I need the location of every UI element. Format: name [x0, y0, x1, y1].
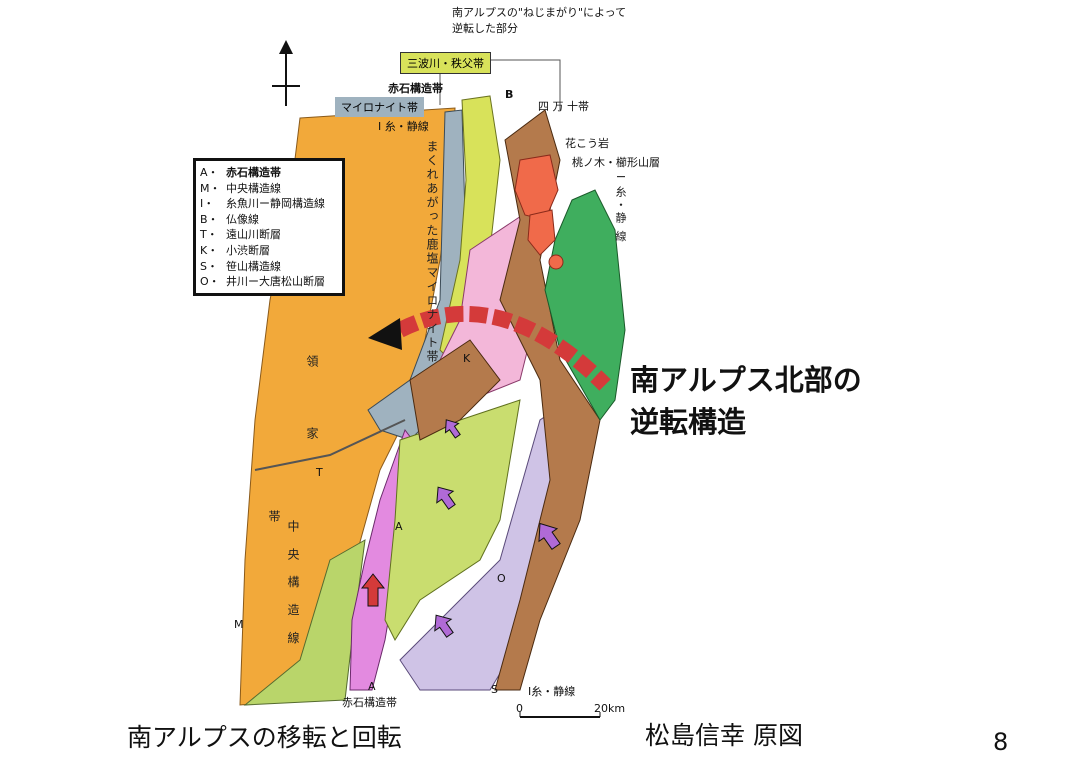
title-line1: 南アルプス北部の — [630, 363, 862, 397]
legend-row: S・笹山構造線 — [200, 259, 338, 275]
top-note-line1: 南アルプスの"ねじまがり"によって — [452, 6, 627, 19]
legend-row: K・小渋断層 — [200, 243, 338, 259]
legend-key: T・ — [200, 228, 218, 242]
legend-key: B・ — [200, 212, 219, 226]
caption-right: 松島信幸 原図 — [645, 721, 803, 750]
map-region-brown-left — [409, 339, 501, 441]
label-S: S — [491, 683, 498, 696]
label-shimanto: 四 万 十帯 — [538, 100, 589, 113]
rotation-arrow-head-icon — [368, 318, 402, 350]
label-A-bottom: A — [368, 680, 376, 693]
movement-arrow-icon — [444, 419, 461, 439]
legend-key: A・ — [200, 166, 219, 179]
label-itoshizu-top: I 糸・静線 — [378, 120, 429, 133]
legend-name: 仏像線 — [226, 212, 259, 226]
label-O: O — [497, 572, 506, 585]
top-note-line2: 逆転した部分 — [452, 22, 518, 35]
label-M: M — [234, 618, 244, 631]
legend-row: A・赤石構造帯 — [200, 165, 338, 181]
rotation-arrow-arc — [396, 305, 611, 391]
movement-arrow-icon — [434, 614, 454, 638]
legend-key: S・ — [200, 259, 218, 273]
page-number: 8 — [993, 728, 1009, 756]
legend-key: I・ — [200, 197, 215, 211]
map-region-lower-left-green — [243, 539, 366, 706]
map-region-lightgreen-mid — [384, 399, 521, 642]
label-itoshizu-right: I 糸・静 線 — [614, 175, 627, 244]
label-K: K — [463, 352, 471, 365]
label-itoshizu-bottom: I糸・静線 — [528, 685, 576, 698]
title-line2: 逆転構造 — [630, 405, 747, 439]
label-A-mid: A — [395, 520, 403, 533]
legend-name: 小渋断層 — [226, 243, 270, 257]
legend-row: O・井川ー大唐松山断層 — [200, 274, 338, 290]
label-B: B — [505, 88, 514, 101]
tag-akaishi-top: 赤石構造帯 — [388, 82, 443, 95]
label-tai: 帯 — [267, 510, 281, 524]
map-granite-spot — [548, 254, 564, 270]
label-T: T — [316, 466, 323, 479]
legend-row: B・仏像線 — [200, 212, 338, 228]
legend-row: I・糸魚川ー静岡構造線 — [200, 196, 338, 212]
scale-end: 20km — [594, 702, 626, 715]
label-chuo-kozo-sen: 中 央 構 造 線 — [286, 520, 300, 650]
legend-name: 井川ー大唐松山断層 — [226, 275, 325, 289]
label-akaishi-bottom: 赤石構造帯 — [342, 696, 397, 709]
legend-name: 笹山構造線 — [226, 259, 281, 273]
movement-arrow-red-icon — [360, 573, 386, 607]
label-tonoki: 桃ノ木・櫛形山層 — [572, 156, 660, 169]
movement-arrow-icon — [436, 486, 456, 510]
tag-sanbagawa: 三波川・秩父帯 — [400, 52, 491, 74]
legend-name: 中央構造線 — [226, 181, 281, 195]
label-makure-mylonite: まくれあがった鹿塩マイロナイト帯 — [425, 140, 439, 364]
north-arrow-icon — [268, 40, 304, 110]
map-region-granite-2 — [527, 209, 556, 256]
label-ryoke: 領 家 — [305, 355, 319, 467]
legend-key: O・ — [200, 275, 220, 289]
legend-name: 遠山川断層 — [226, 228, 281, 242]
tag-mylonite: マイロナイト帯 — [335, 97, 424, 117]
movement-arrow-icon — [538, 522, 561, 551]
scale-zero: 0 — [516, 702, 523, 715]
label-granite: 花こう岩 — [565, 137, 609, 150]
legend-key: M・ — [200, 181, 221, 195]
legend-row: M・中央構造線 — [200, 181, 338, 197]
caption-left: 南アルプスの移転と回転 — [127, 723, 402, 752]
legend-name: 糸魚川ー静岡構造線 — [226, 197, 325, 211]
legend-name: 赤石構造帯 — [226, 166, 281, 179]
legend-key: K・ — [200, 243, 219, 257]
legend-row: T・遠山川断層 — [200, 227, 338, 243]
